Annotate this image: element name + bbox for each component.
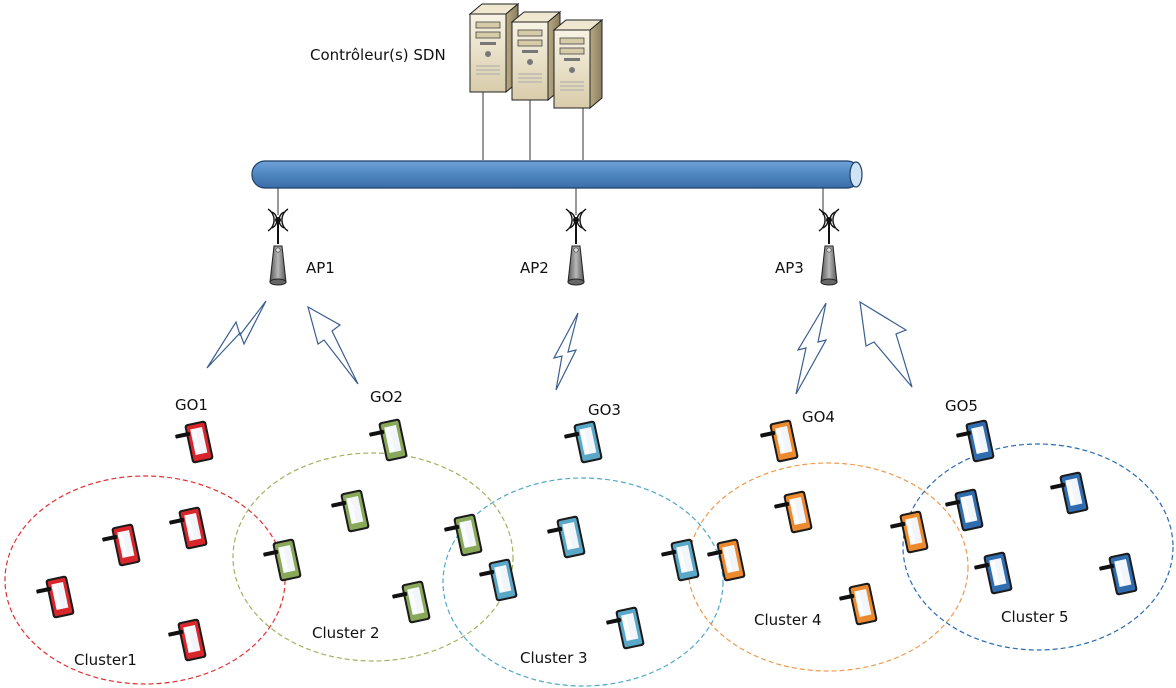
lightning-link-icon [307,305,359,385]
phone-icon [1099,552,1138,596]
phone-icon [974,551,1013,595]
antenna-icon [818,208,840,286]
ap-label: AP1 [306,259,335,277]
go-label: GO1 [175,396,208,414]
phone-icon [102,523,141,567]
phone-icon [175,420,214,464]
access-point-1: AP1 [267,208,335,286]
lightning-link-icon [795,302,828,395]
phone-icon [945,488,984,532]
phone-icon [606,606,645,650]
go-label: GO5 [945,397,978,415]
phone-icon [444,513,483,557]
phone-icon [547,515,586,559]
lightning-link-icon [859,300,913,388]
cluster-label: Cluster 4 [754,611,822,629]
phone-icon [263,538,302,582]
phone-icon [331,489,370,533]
devices [36,418,1138,662]
cluster-2-boundary [232,452,514,662]
wireless-links [206,300,913,395]
lightning-link-icon [206,300,267,369]
phone-icon [1050,471,1089,515]
cluster-label: Cluster1 [74,651,137,669]
phone-icon [661,538,700,582]
controllers-label: Contrôleur(s) SDN [310,46,446,64]
phone-icon [169,506,208,550]
phone-icon [564,420,603,464]
cluster-label: Cluster 3 [520,649,588,667]
antenna-icon [565,208,587,286]
access-point-2: AP2 [520,208,587,286]
phone-icon [36,575,75,619]
cluster-5-boundary [902,443,1174,651]
backbone-bus [251,160,863,189]
server-icon [553,19,603,109]
lightning-link-icon [552,312,579,391]
phone-icon [707,538,746,582]
antenna-icon [267,208,289,286]
phone-icon [890,510,929,554]
phone-icon [956,419,995,463]
phone-icon [760,419,799,463]
phone-icon [839,582,878,626]
ap-label: AP3 [775,259,804,277]
phone-icon [168,618,207,662]
go-label: GO3 [588,401,621,419]
phone-icon [479,558,518,602]
go-label: GO2 [370,388,403,406]
phone-icon [774,490,813,534]
sdn-controllers: Contrôleur(s) SDN [310,3,603,160]
cluster-label: Cluster 2 [312,624,380,642]
phone-icon [392,580,431,624]
server-icon [469,3,519,93]
ap-label: AP2 [520,259,549,277]
server-icon [511,11,561,101]
phone-icon [369,418,408,462]
access-point-3: AP3 [775,208,840,286]
cluster-label: Cluster 5 [1001,608,1069,626]
cluster-3-boundary [442,477,724,687]
go-label: GO4 [802,408,835,426]
